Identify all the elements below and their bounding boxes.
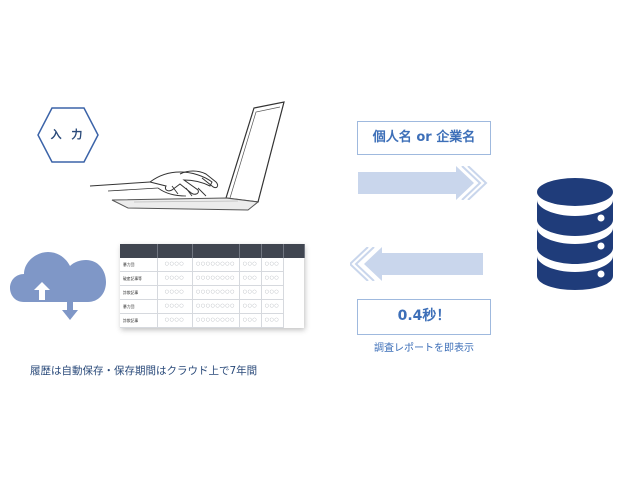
history-table: 暴力団○○○○○○○○○○○○○○○○○○破産記事等○○○○○○○○○○○○○○…: [120, 244, 305, 328]
table-cell: ○○○: [239, 271, 262, 286]
table-cell: ○○○○○○○○: [192, 285, 240, 300]
table-cell: ○○○: [261, 313, 284, 328]
arrow-right-icon: [358, 166, 488, 200]
table-row: 破産記事等○○○○○○○○○○○○○○○○○○: [120, 271, 304, 286]
query-box: 個人名 or 企業名: [357, 121, 491, 155]
database-icon: [537, 178, 613, 290]
table-cell: ○○○○: [157, 258, 193, 272]
table-cell: ○○○○○○○○: [192, 313, 240, 328]
table-row-label: 破産記事等: [120, 271, 158, 286]
table-header-row: [120, 244, 305, 258]
hexagon-icon: [37, 107, 99, 163]
table-row: 暴力団○○○○○○○○○○○○○○○○○○: [120, 299, 304, 314]
table-cell: ○○○○○○○○: [192, 258, 240, 272]
table-row: 詐欺記事○○○○○○○○○○○○○○○○○○: [120, 313, 304, 328]
table-cell: ○○○○: [157, 299, 193, 314]
table-cell: ○○○: [261, 258, 284, 272]
table-cell: ○○○: [239, 258, 262, 272]
table-cell: ○○○: [239, 299, 262, 314]
cloud-download-icon: [10, 252, 106, 320]
arrow-left-icon: [350, 247, 483, 281]
table-cell: ○○○○: [157, 313, 193, 328]
result-time-box: 0.4秒！: [357, 299, 491, 335]
table-cell: ○○○: [261, 285, 284, 300]
table-cell: ○○○: [239, 285, 262, 300]
table-cell: ○○○○○○○○: [192, 271, 240, 286]
report-caption: 調査レポートを即表示: [374, 343, 474, 354]
table-row-label: 詐欺記事: [120, 285, 158, 300]
table-row-label: 暴力団: [120, 258, 158, 272]
table-row-label: 暴力団: [120, 299, 158, 314]
history-caption: 履歴は自動保存・保存期間はクラウド上で7年間: [30, 365, 258, 377]
input-label: 入 力: [50, 128, 86, 141]
table-cell: ○○○: [239, 313, 262, 328]
table-cell: ○○○○: [157, 285, 193, 300]
table-cell: ○○○○○○○○: [192, 299, 240, 314]
table-cell: ○○○○: [157, 271, 193, 286]
table-cell: ○○○: [261, 299, 284, 314]
table-cell: ○○○: [261, 271, 284, 286]
table-row: 暴力団○○○○○○○○○○○○○○○○○○: [120, 258, 304, 272]
laptop-typing-icon: [89, 101, 285, 211]
table-row: 詐欺記事○○○○○○○○○○○○○○○○○○: [120, 285, 304, 300]
table-row-label: 詐欺記事: [120, 313, 158, 328]
